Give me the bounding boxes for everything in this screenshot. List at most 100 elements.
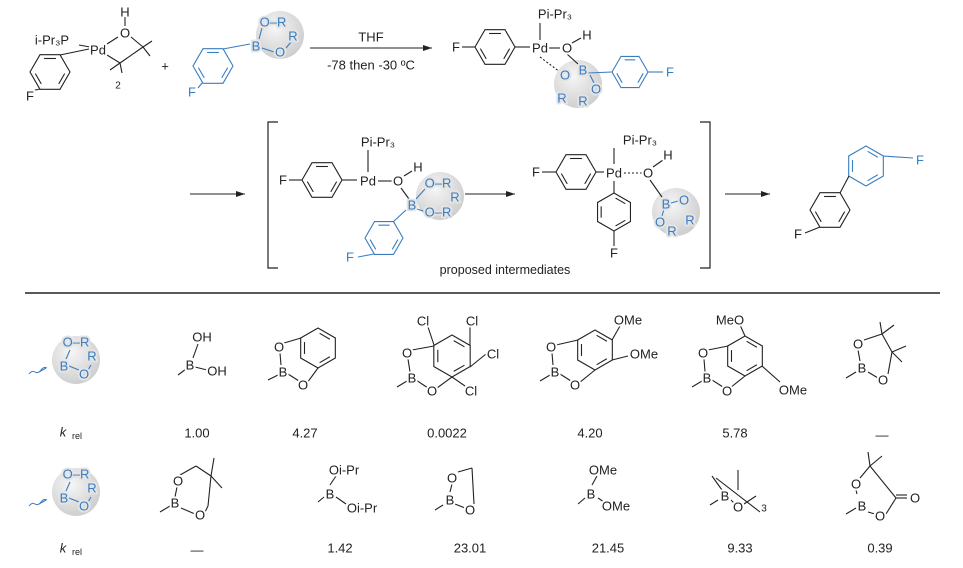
bond bbox=[652, 159, 664, 168]
bond bbox=[591, 475, 598, 486]
bond bbox=[195, 465, 212, 477]
bond bbox=[845, 507, 857, 515]
bond bbox=[38, 499, 47, 505]
bond bbox=[729, 375, 746, 389]
atom-pd: Pd bbox=[606, 166, 622, 181]
aromatic-ring bbox=[433, 334, 471, 378]
ester-sphere bbox=[52, 468, 100, 516]
arrowhead bbox=[236, 191, 245, 197]
bond bbox=[335, 496, 347, 505]
atom-o: O bbox=[298, 378, 308, 393]
atom-o: O bbox=[722, 384, 732, 399]
bond bbox=[357, 253, 375, 258]
bond bbox=[283, 337, 302, 344]
atom-o: O bbox=[733, 500, 743, 515]
krel-values-row-1: 1.00 4.27 0.0022 4.20 5.78 — bbox=[184, 426, 888, 443]
atom-b: B bbox=[721, 489, 730, 504]
subscript-2: 2 bbox=[115, 81, 121, 92]
atom-o: O bbox=[679, 193, 689, 208]
aromatic-ring bbox=[474, 29, 516, 65]
atom-r: R bbox=[87, 481, 96, 496]
atom-b: B bbox=[446, 493, 455, 508]
atom-cl: Cl bbox=[417, 314, 429, 329]
methoxy-label: MeO bbox=[716, 313, 744, 328]
bond bbox=[730, 499, 735, 504]
bond bbox=[707, 345, 729, 351]
bond bbox=[287, 373, 300, 382]
atom-b: B bbox=[858, 361, 867, 376]
bond bbox=[637, 73, 644, 83]
atom-o: O bbox=[655, 215, 665, 230]
bond bbox=[436, 376, 453, 389]
atom-r: R bbox=[667, 224, 676, 239]
krel-values-row-2: — 1.42 23.01 21.45 9.33 0.39 bbox=[191, 541, 893, 558]
atom-b: B bbox=[408, 371, 417, 386]
krel-value: 9.33 bbox=[727, 541, 752, 556]
bond bbox=[78, 44, 91, 48]
krel-value: 5.78 bbox=[722, 426, 747, 441]
atom-b: B bbox=[408, 198, 417, 213]
bracket-right bbox=[700, 121, 711, 269]
bond bbox=[267, 374, 279, 381]
bond bbox=[329, 475, 337, 486]
atom-f: F bbox=[26, 89, 34, 104]
bond bbox=[539, 374, 551, 382]
aromatic-ring bbox=[300, 327, 336, 369]
bond bbox=[869, 465, 897, 499]
atom-r: R bbox=[288, 29, 297, 44]
krel-value: 1.00 bbox=[184, 426, 209, 441]
bond bbox=[881, 333, 893, 353]
atom-o: O bbox=[393, 174, 403, 189]
bond bbox=[194, 366, 208, 371]
bond bbox=[839, 175, 850, 194]
atom-f: F bbox=[346, 250, 354, 265]
bond bbox=[454, 503, 466, 509]
bond bbox=[30, 88, 41, 92]
methoxy-label: OMe bbox=[614, 313, 642, 328]
pre-transmetalation-complex: F Pd Pi-Pr₃ O H B O O R R F bbox=[450, 5, 676, 111]
bond bbox=[400, 187, 410, 200]
atom-o: O bbox=[275, 45, 285, 60]
atom-b: B bbox=[579, 63, 588, 78]
atom-pd: Pd bbox=[532, 41, 548, 56]
atom-or: O–R bbox=[425, 176, 452, 191]
bond-layer bbox=[25, 11, 940, 516]
atom-o: O bbox=[878, 373, 888, 388]
atom-o: O bbox=[643, 166, 653, 181]
methoxy-label: OMe bbox=[779, 383, 807, 398]
bond bbox=[427, 326, 435, 346]
ester-sphere bbox=[652, 188, 700, 236]
carbonyl-o: O bbox=[910, 491, 920, 506]
bond bbox=[867, 451, 871, 467]
bond bbox=[469, 353, 487, 368]
atom-o: O bbox=[875, 509, 885, 524]
krel-value: 4.27 bbox=[292, 426, 317, 441]
atom-f: F bbox=[188, 85, 196, 100]
bond bbox=[415, 379, 429, 389]
atom-b: B bbox=[662, 197, 671, 212]
atom-o: O bbox=[853, 337, 863, 352]
atom-b: B bbox=[60, 359, 69, 374]
bond bbox=[317, 496, 325, 503]
atom-o: O bbox=[447, 471, 457, 486]
methoxy-label: OMe bbox=[589, 463, 617, 478]
atom-b: B bbox=[252, 39, 261, 54]
bond bbox=[222, 43, 251, 50]
bond bbox=[415, 188, 426, 200]
bond bbox=[392, 209, 407, 223]
atom-f: F bbox=[666, 65, 674, 80]
phosphine-label: Pi-Pr₃ bbox=[361, 135, 395, 150]
bond bbox=[261, 47, 275, 53]
atom-f: F bbox=[610, 246, 618, 261]
atom-o: O bbox=[591, 82, 601, 97]
ligand-row-2: O–R B R O O B O Oi-Pr B Oi-Pr O B O OMe … bbox=[58, 461, 922, 526]
atom-b: B bbox=[551, 365, 560, 380]
bond bbox=[210, 457, 215, 477]
hydroxyl-label: OH bbox=[192, 330, 212, 345]
ester-sphere bbox=[416, 172, 464, 220]
bond bbox=[449, 483, 453, 493]
bond bbox=[887, 351, 893, 375]
bond bbox=[709, 499, 719, 506]
bond bbox=[434, 504, 444, 511]
bond bbox=[571, 37, 582, 44]
